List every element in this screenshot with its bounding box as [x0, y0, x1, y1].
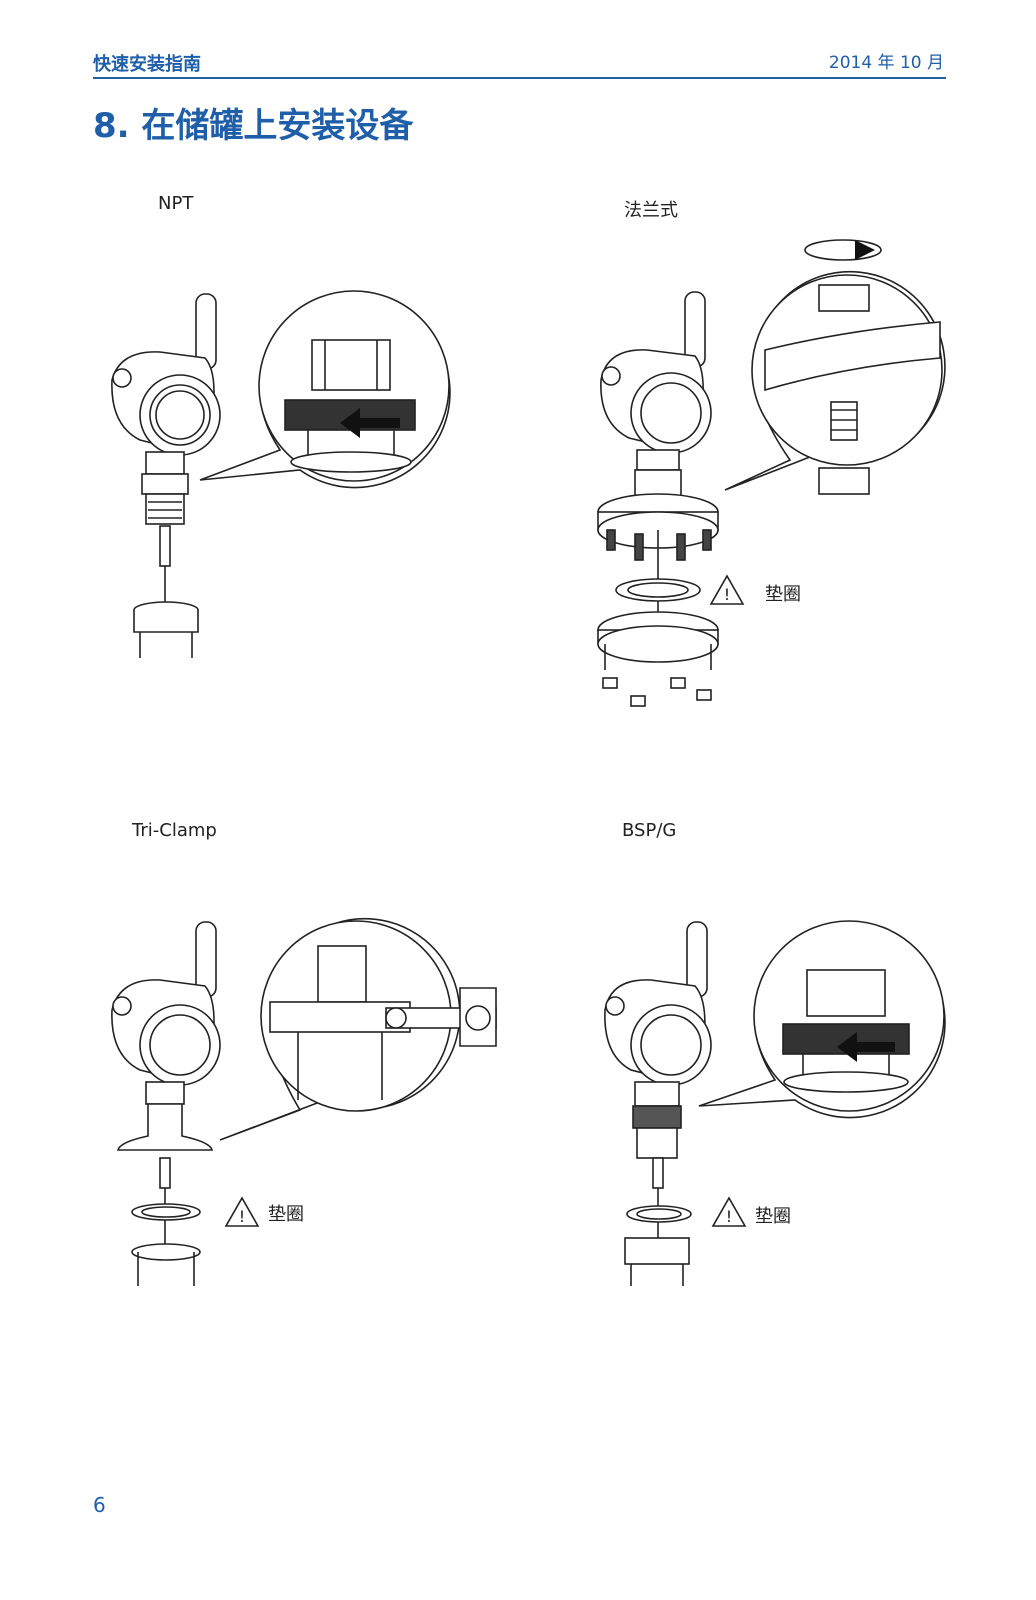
publication-date: 2014 年 10 月 [828, 53, 944, 73]
header-divider [93, 77, 946, 79]
flange-illustration: ! 垫圈 [597, 239, 946, 707]
panel-label-flange: 法兰式 [624, 200, 678, 221]
warning-triangle-icon: ! [709, 574, 745, 605]
gasket-label: 垫圈 [268, 1204, 304, 1225]
rotation-arrow-icon [837, 1032, 895, 1062]
svg-text:!: ! [726, 1207, 732, 1226]
panel-label-triclamp: Tri-Clamp [132, 820, 217, 841]
svg-text:!: ! [239, 1207, 245, 1226]
bspg-illustration: ! 垫圈 [604, 920, 946, 1286]
section-title: 8. 在储罐上安装设备 [93, 106, 414, 146]
warning-triangle-icon: ! [224, 1196, 260, 1227]
panel-label-bspg: BSP/G [622, 820, 677, 841]
triclamp-illustration: ! 垫圈 [111, 917, 497, 1286]
npt-illustration [111, 290, 451, 658]
gasket-label: 垫圈 [755, 1206, 791, 1227]
warning-triangle-icon: ! [711, 1196, 747, 1227]
rotation-arrow-icon [340, 408, 400, 438]
gasket-label: 垫圈 [765, 584, 801, 605]
guide-title: 快速安装指南 [93, 54, 201, 75]
rotation-arrow-icon [855, 240, 875, 260]
svg-text:!: ! [724, 585, 730, 604]
page-number: 6 [93, 1493, 106, 1517]
panel-label-npt: NPT [158, 193, 194, 214]
